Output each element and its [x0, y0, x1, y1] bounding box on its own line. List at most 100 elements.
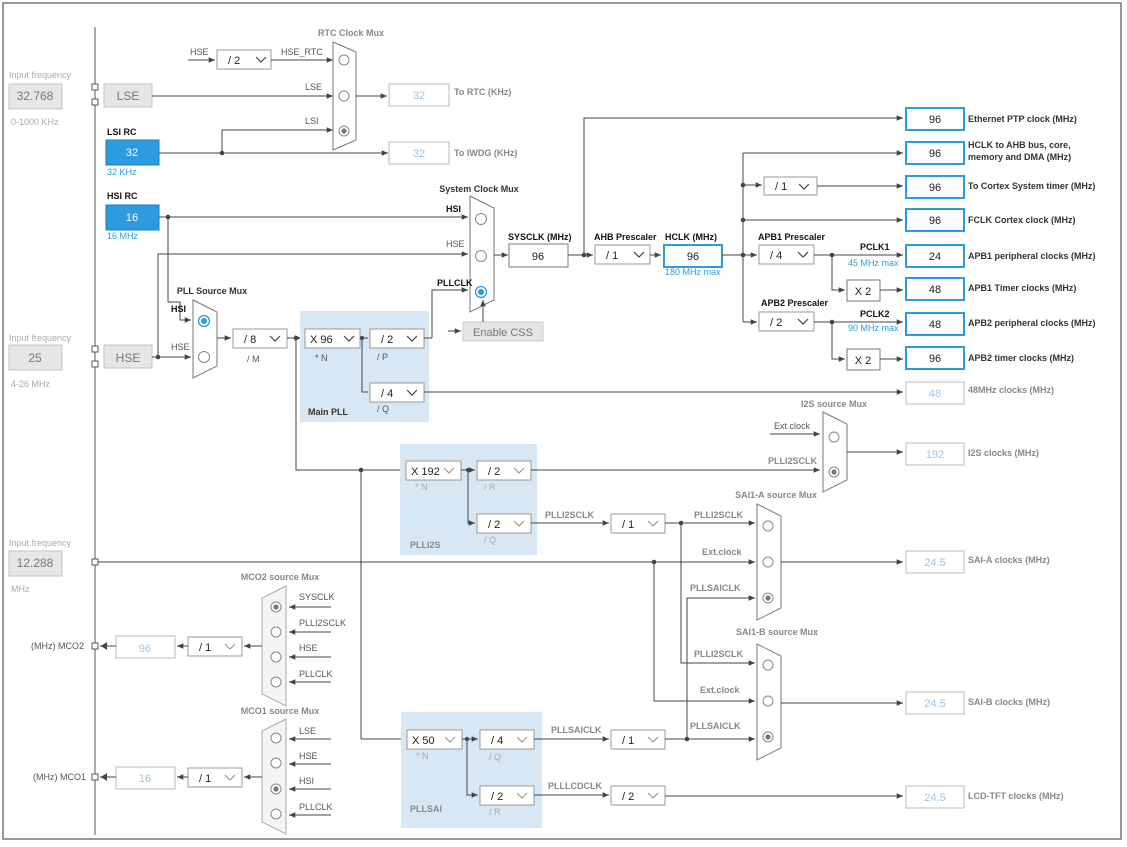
- sai-b-option-plli2sclk[interactable]: [762, 659, 774, 671]
- mco2-option-pllclk[interactable]: [270, 676, 282, 688]
- mco2-divider-select[interactable]: [187, 636, 243, 657]
- ext-frequency-input[interactable]: [8, 550, 63, 577]
- enable-css-button[interactable]: [462, 321, 544, 342]
- mco1-output-value: 16: [139, 773, 151, 785]
- hclk-label: HCLK (MHz): [665, 232, 717, 242]
- hsi-rc-unit: 16 MHz: [107, 231, 139, 241]
- pllsai-q-divider-value: / 4: [491, 735, 503, 747]
- lse-frequency-input[interactable]: [8, 83, 63, 110]
- pll-p-divider-select[interactable]: [369, 328, 425, 349]
- hse-pin-bottom: [91, 360, 99, 368]
- mco2-sysclk-label: SYSCLK: [299, 592, 335, 602]
- hclk-ahb-value: 96: [929, 148, 941, 160]
- rtc-mux-option-lse[interactable]: [338, 90, 350, 102]
- pll-source-hse-label: HSE: [171, 342, 190, 352]
- apb2-prescaler-value: / 2: [770, 317, 782, 329]
- sysclk-option-hsi[interactable]: [475, 213, 487, 225]
- i2s-source-mux[interactable]: [822, 411, 848, 493]
- apb1-prescaler-value: / 4: [770, 250, 782, 262]
- ethernet-ptp-clock-value: 96: [929, 114, 941, 126]
- sai-a-mux-title: SAI1-A source Mux: [735, 490, 817, 500]
- mco1-option-lse[interactable]: [270, 732, 282, 744]
- plli2s-r-divider-select[interactable]: [476, 460, 532, 481]
- sai-a-ext-label: Ext.clock: [702, 547, 743, 557]
- pllsai-title: PLLSAI: [410, 804, 442, 814]
- mco1-source-mux[interactable]: [261, 718, 287, 835]
- rtc-lsi-label: LSI: [305, 116, 319, 126]
- hse-frequency-input[interactable]: [8, 344, 63, 371]
- sai-a-option-plli2sclk[interactable]: [762, 520, 774, 532]
- mco2-option-plli2sclk[interactable]: [270, 626, 282, 638]
- sai-a-output-label: SAI-A clocks (MHz): [968, 555, 1050, 565]
- ahb-prescaler-value: / 1: [606, 250, 618, 262]
- apb1-peripheral-value: 24: [929, 251, 941, 263]
- pllsai-q-post-divider-select[interactable]: [610, 729, 666, 750]
- fclk-value: 96: [929, 215, 941, 227]
- apb2-peripheral-label: APB2 peripheral clocks (MHz): [968, 318, 1096, 328]
- apb2-peripheral-value-box[interactable]: [905, 312, 965, 336]
- pllsai-r-post-divider-select[interactable]: [610, 785, 666, 806]
- iwdg-output-value-box: [388, 141, 450, 165]
- apb2-timer-multiplier-value: X 2: [855, 355, 872, 367]
- sai-a-plli2sclk-label: PLLI2SCLK: [694, 510, 744, 520]
- plli2s-q-out-label: PLLI2SCLK: [545, 510, 595, 520]
- rtc-hse-divider-value: / 2: [228, 55, 240, 67]
- hclk-value: 96: [687, 251, 699, 263]
- pllsai-r-label: / R: [489, 807, 501, 817]
- mco2-option-hse[interactable]: [270, 651, 282, 663]
- pll-p-label: / P: [377, 352, 388, 362]
- fclk-value-box[interactable]: [905, 208, 965, 232]
- lsi-rc-block[interactable]: [105, 139, 160, 166]
- pll-source-mux-title: PLL Source Mux: [177, 286, 247, 296]
- ethernet-ptp-clock-value-box[interactable]: [905, 107, 965, 131]
- mco1-option-hse[interactable]: [270, 757, 282, 769]
- sai-a-option-ext[interactable]: [762, 556, 774, 568]
- i2s-output-value: 192: [926, 449, 944, 461]
- rtc-mux-option-hse[interactable]: [338, 54, 350, 66]
- mco2-divider-value: / 1: [199, 642, 211, 654]
- cortex-timer-divider-select[interactable]: [763, 176, 818, 196]
- hclk-value-input[interactable]: [663, 244, 723, 268]
- ext-frequency-value: 12.288: [17, 556, 54, 570]
- sai-a-pllsaiclk-label: PLLSAICLK: [690, 583, 741, 593]
- i2s-mux-option-ext[interactable]: [828, 431, 840, 443]
- mco2-plli2sclk-label: PLLI2SCLK: [299, 618, 346, 628]
- sysclk-pllclk-label: PLLCLK: [437, 278, 473, 288]
- plli2s-r-divider-value: / 2: [488, 466, 500, 478]
- pll-q-label: / Q: [377, 404, 389, 414]
- pll-source-option-hse[interactable]: [198, 351, 210, 363]
- apb1-timer-value-box[interactable]: [905, 277, 965, 301]
- apb2-timer-value: 96: [929, 353, 941, 365]
- pll-q-divider-select[interactable]: [369, 382, 425, 403]
- main-pll-block: [300, 311, 429, 422]
- plli2s-q-post-divider-select[interactable]: [610, 513, 666, 534]
- sai-b-plli2sclk-label: PLLI2SCLK: [694, 649, 744, 659]
- lcd-tft-output-label: LCD-TFT clocks (MHz): [968, 791, 1064, 801]
- sai-b-option-ext[interactable]: [762, 695, 774, 707]
- apb2-timer-value-box[interactable]: [905, 346, 965, 370]
- apb1-peripheral-value-box[interactable]: [905, 244, 965, 268]
- hclk-ahb-value-box[interactable]: [905, 141, 965, 165]
- clk48-value: 48: [929, 388, 941, 400]
- mco1-option-pllclk[interactable]: [270, 808, 282, 820]
- plli2s-q-divider-select[interactable]: [476, 513, 532, 534]
- pllsai-r-divider-select[interactable]: [479, 785, 535, 806]
- pclk1-label: PCLK1: [860, 242, 890, 252]
- pll-m-divider-select[interactable]: [232, 328, 288, 349]
- pll-q-divider-value: / 4: [381, 388, 393, 400]
- rtc-output-value-box: [388, 83, 450, 107]
- mco1-hse-label: HSE: [299, 751, 318, 761]
- pll-source-mux[interactable]: [192, 299, 218, 379]
- lsi-rc-title: LSI RC: [107, 127, 137, 137]
- cortex-timer-value-box[interactable]: [905, 175, 965, 199]
- sysclk-option-hse[interactable]: [475, 250, 487, 262]
- rtc-output-value: 32: [413, 90, 425, 102]
- mco1-divider-value: / 1: [199, 773, 211, 785]
- cortex-timer-label: To Cortex System timer (MHz): [968, 181, 1095, 191]
- sai-a-output-value-box: [905, 550, 965, 574]
- apb2-prescaler-label: APB2 Prescaler: [761, 298, 829, 308]
- mco1-divider-select[interactable]: [187, 767, 243, 788]
- pllsai-q-divider-select[interactable]: [479, 729, 535, 750]
- mco2-source-mux[interactable]: [261, 585, 287, 707]
- mco1-pllclk-label: PLLCLK: [299, 802, 333, 812]
